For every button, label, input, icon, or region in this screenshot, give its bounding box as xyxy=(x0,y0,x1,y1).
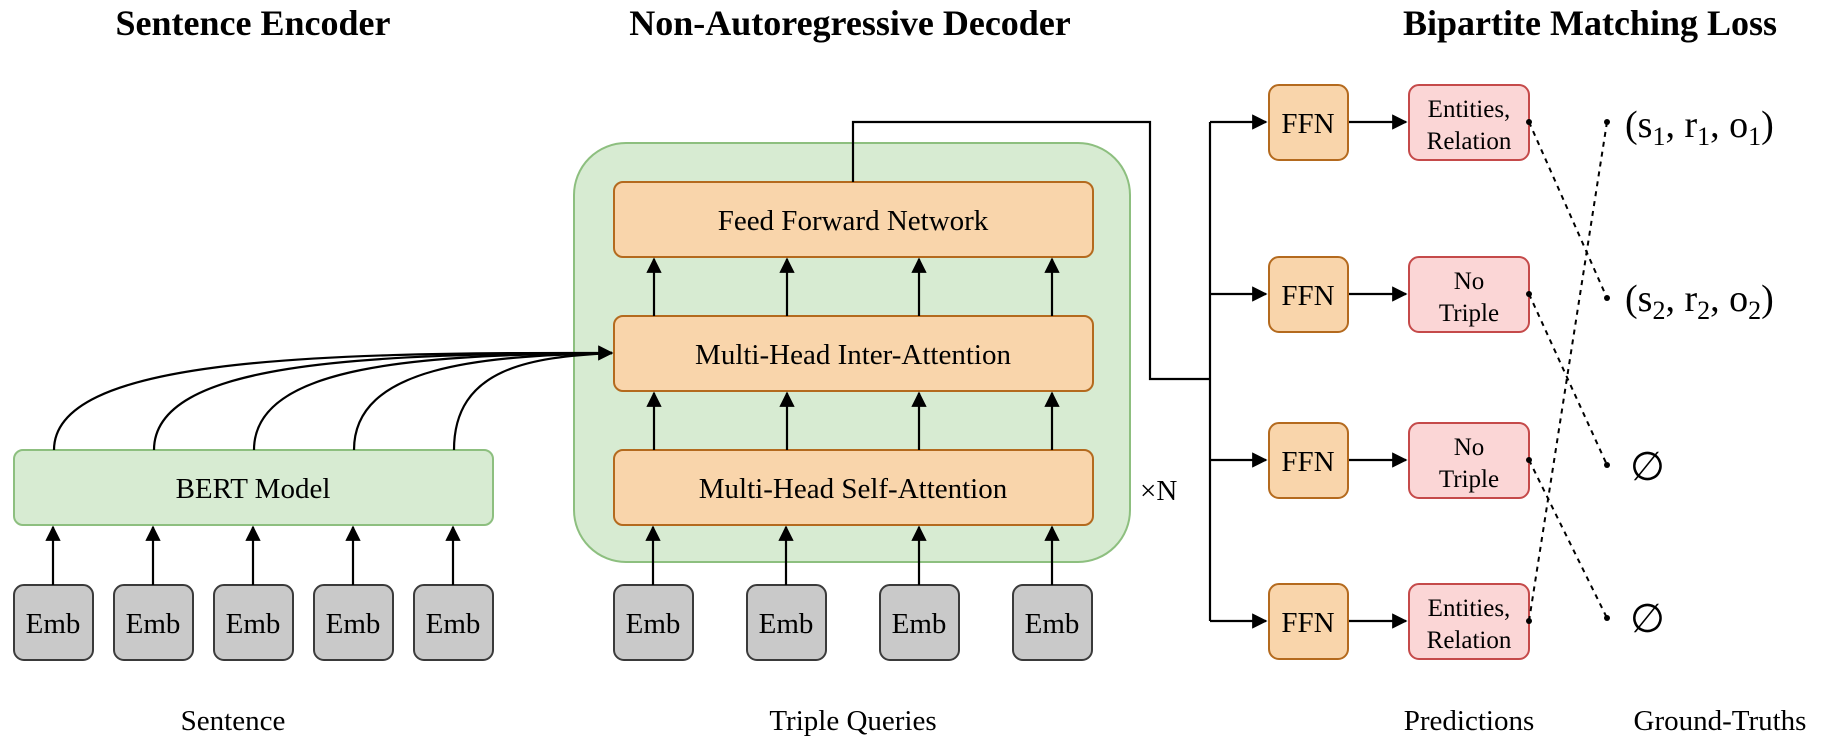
query-emb-4-label: Emb xyxy=(1025,608,1080,640)
sentence-emb-1-label: Emb xyxy=(26,608,81,640)
feed-forward-network-label: Feed Forward Network xyxy=(718,205,989,237)
predictions-caption: Predictions xyxy=(1404,705,1535,737)
ground-truth-triple-2: (s2, r2, o2) xyxy=(1625,278,1774,325)
self-attention-label: Multi-Head Self-Attention xyxy=(699,473,1008,505)
self-attention-box xyxy=(613,449,1094,526)
sentence-emb-3-label: Emb xyxy=(226,608,281,640)
sentence-caption: Sentence xyxy=(181,705,286,737)
prediction-2-line-1: No xyxy=(1454,268,1485,295)
repeat-n-label: ×N xyxy=(1140,475,1177,507)
query-emb-1-label: Emb xyxy=(626,608,681,640)
sentence-emb-2-label: Emb xyxy=(126,608,181,640)
ffn-heads: FFN FFN FFN FFN xyxy=(1268,84,1349,660)
inter-attention-label: Multi-Head Inter-Attention xyxy=(695,339,1011,371)
header-sentence-encoder: Sentence Encoder xyxy=(116,3,391,43)
query-emb-3-label: Emb xyxy=(892,608,947,640)
query-emb-2-label: Emb xyxy=(759,608,814,640)
ground-truths-caption: Ground-Truths xyxy=(1634,705,1807,737)
inter-attention-box xyxy=(613,315,1094,392)
prediction-1-line-2: Relation xyxy=(1427,128,1512,155)
ffn-head-1-label: FFN xyxy=(1281,108,1334,140)
sentence-embeddings: Emb Emb Emb Emb Emb xyxy=(13,525,494,661)
ffn-head-3 xyxy=(1268,422,1349,499)
query-embeddings: Emb Emb Emb Emb xyxy=(613,525,1093,661)
prediction-1-line-1: Entities, xyxy=(1428,96,1511,123)
prediction-3-line-1: No xyxy=(1454,434,1485,461)
prediction-2-line-2: Triple xyxy=(1439,300,1499,327)
ground-truth-empty-2: ∅ xyxy=(1630,596,1665,641)
sentence-emb-5-label: Emb xyxy=(426,608,481,640)
ffn-head-4-label: FFN xyxy=(1281,607,1334,639)
matching-links xyxy=(1526,119,1610,624)
ffn-to-prediction-arrows xyxy=(1349,114,1408,629)
encoder-to-decoder-connectors xyxy=(52,345,614,451)
prediction-4-line-2: Relation xyxy=(1427,627,1512,654)
header-decoder: Non-Autoregressive Decoder xyxy=(629,3,1071,43)
ground-truth-empty-1: ∅ xyxy=(1630,444,1665,489)
bert-model-label: BERT Model xyxy=(176,473,331,505)
decoder-internal-arrows xyxy=(646,257,1060,450)
ground-truth-triple-1: (s1, r1, o1) xyxy=(1625,104,1774,151)
decoder-output-routing xyxy=(851,114,1268,629)
triple-queries-caption: Triple Queries xyxy=(769,705,936,737)
ffn-head-2 xyxy=(1268,256,1349,333)
ffn-head-2-label: FFN xyxy=(1281,280,1334,312)
ffn-head-3-label: FFN xyxy=(1281,446,1334,478)
header-matching-loss: Bipartite Matching Loss xyxy=(1403,3,1777,43)
ffn-head-1 xyxy=(1268,84,1349,161)
prediction-3-line-2: Triple xyxy=(1439,466,1499,493)
prediction-4-line-1: Entities, xyxy=(1428,595,1511,622)
prediction-boxes: Entities, Relation No Triple No Triple E… xyxy=(1408,84,1530,660)
ffn-head-4 xyxy=(1268,583,1349,660)
sentence-emb-4-label: Emb xyxy=(326,608,381,640)
